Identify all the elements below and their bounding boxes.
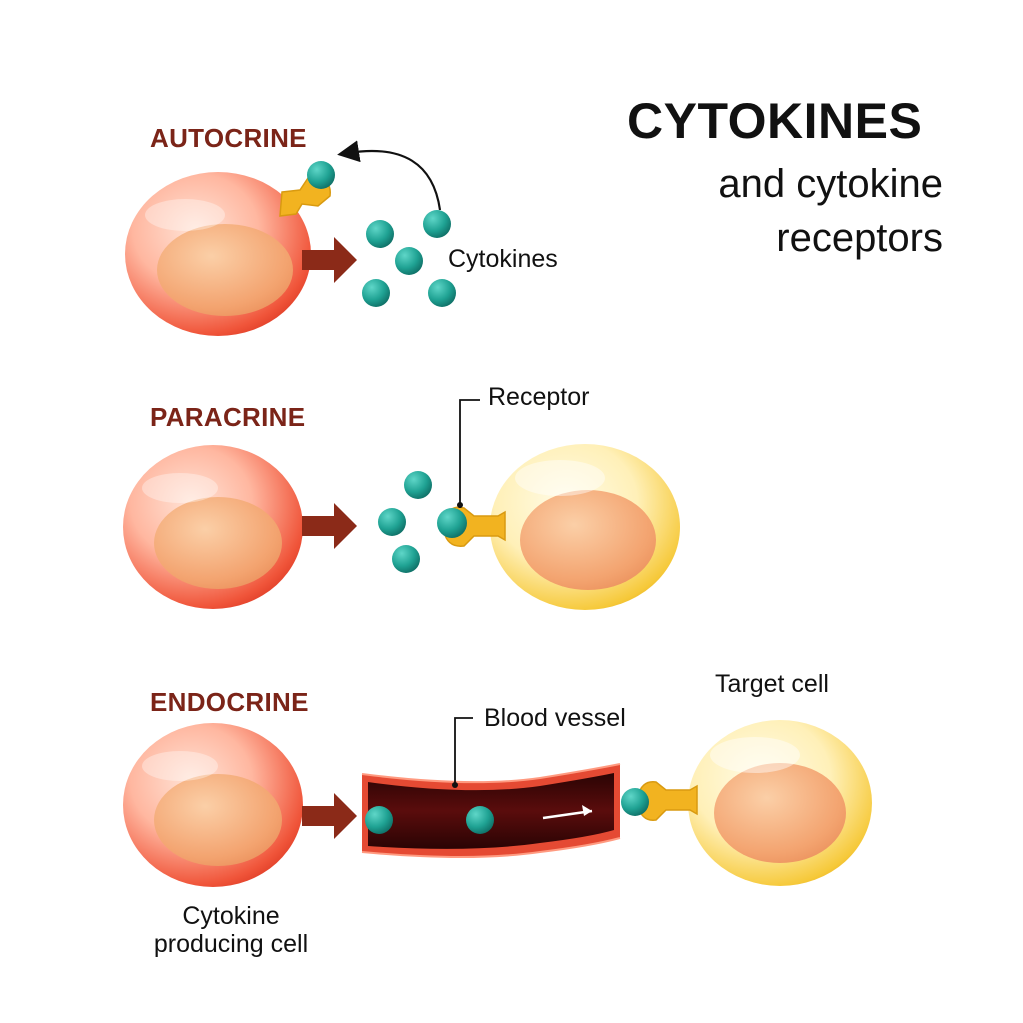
cytokine-dot bbox=[423, 210, 451, 238]
producing-cell-endocrine bbox=[123, 723, 303, 887]
cytokine-dot bbox=[466, 806, 494, 834]
endocrine-group bbox=[123, 717, 872, 887]
autocrine-group bbox=[125, 140, 456, 336]
target-cell-paracrine bbox=[490, 444, 680, 610]
cytokines-label: Cytokines bbox=[448, 245, 558, 273]
cytokine-dot bbox=[428, 279, 456, 307]
cytokine-dot bbox=[365, 806, 393, 834]
blood-vessel-label: Blood vessel bbox=[484, 704, 626, 732]
cytokine-dot bbox=[307, 161, 335, 189]
curved-arrow bbox=[337, 140, 442, 211]
target-cell-label: Target cell bbox=[715, 670, 829, 698]
paracrine-group bbox=[123, 399, 680, 610]
page-subtitle-line1: and cytokine bbox=[718, 162, 943, 206]
blood-vessel bbox=[361, 763, 621, 858]
secretion-arrow bbox=[302, 237, 357, 283]
cytokine-dot bbox=[621, 788, 649, 816]
target-cell-endocrine bbox=[688, 720, 872, 886]
cytokine-dot bbox=[395, 247, 423, 275]
receptor-endocrine bbox=[637, 781, 698, 821]
producing-cell-label-line2: producing cell bbox=[153, 930, 309, 958]
receptor-label: Receptor bbox=[488, 383, 590, 411]
secretion-arrow bbox=[302, 503, 357, 549]
leader-dot bbox=[452, 782, 458, 788]
leader-dot bbox=[457, 502, 463, 508]
cytokine-dot bbox=[437, 508, 467, 538]
cytokine-dot bbox=[362, 279, 390, 307]
cytokine-dot bbox=[404, 471, 432, 499]
page-title: CYTOKINES bbox=[627, 93, 923, 149]
producing-cell-label-line1: Cytokine bbox=[182, 902, 280, 930]
section-label-endocrine: ENDOCRINE bbox=[150, 687, 309, 717]
producing-cell-paracrine bbox=[123, 445, 303, 609]
receptor-leader-line bbox=[459, 399, 480, 508]
cytokine-dot bbox=[378, 508, 406, 536]
cytokine-dot bbox=[392, 545, 420, 573]
section-label-paracrine: PARACRINE bbox=[150, 402, 306, 432]
producing-cell-autocrine bbox=[125, 172, 311, 336]
page-subtitle-line2: receptors bbox=[776, 216, 943, 260]
secretion-arrow bbox=[302, 793, 357, 839]
vessel-leader-line bbox=[454, 717, 473, 785]
section-label-autocrine: AUTOCRINE bbox=[150, 123, 307, 153]
cytokine-dot bbox=[366, 220, 394, 248]
